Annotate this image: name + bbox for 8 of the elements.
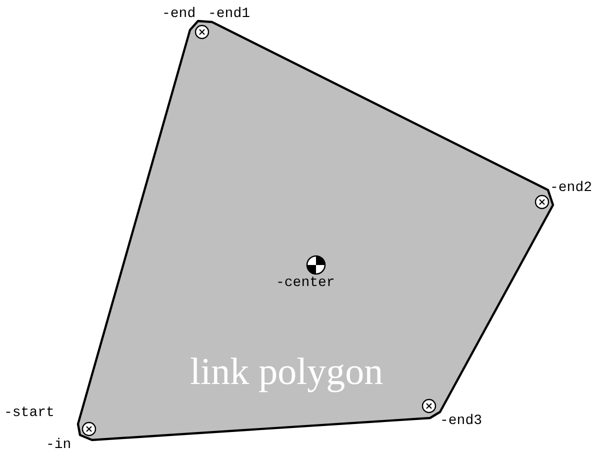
port-label: -start: [4, 405, 54, 421]
port-label: -center: [276, 275, 335, 291]
port-label: -end1: [208, 6, 250, 22]
port-label: -end: [162, 6, 196, 22]
polygon-title: link polygon: [190, 350, 384, 394]
port-label: -end3: [440, 413, 482, 429]
port-label: -in: [46, 437, 72, 453]
port-label: -end2: [550, 180, 592, 196]
